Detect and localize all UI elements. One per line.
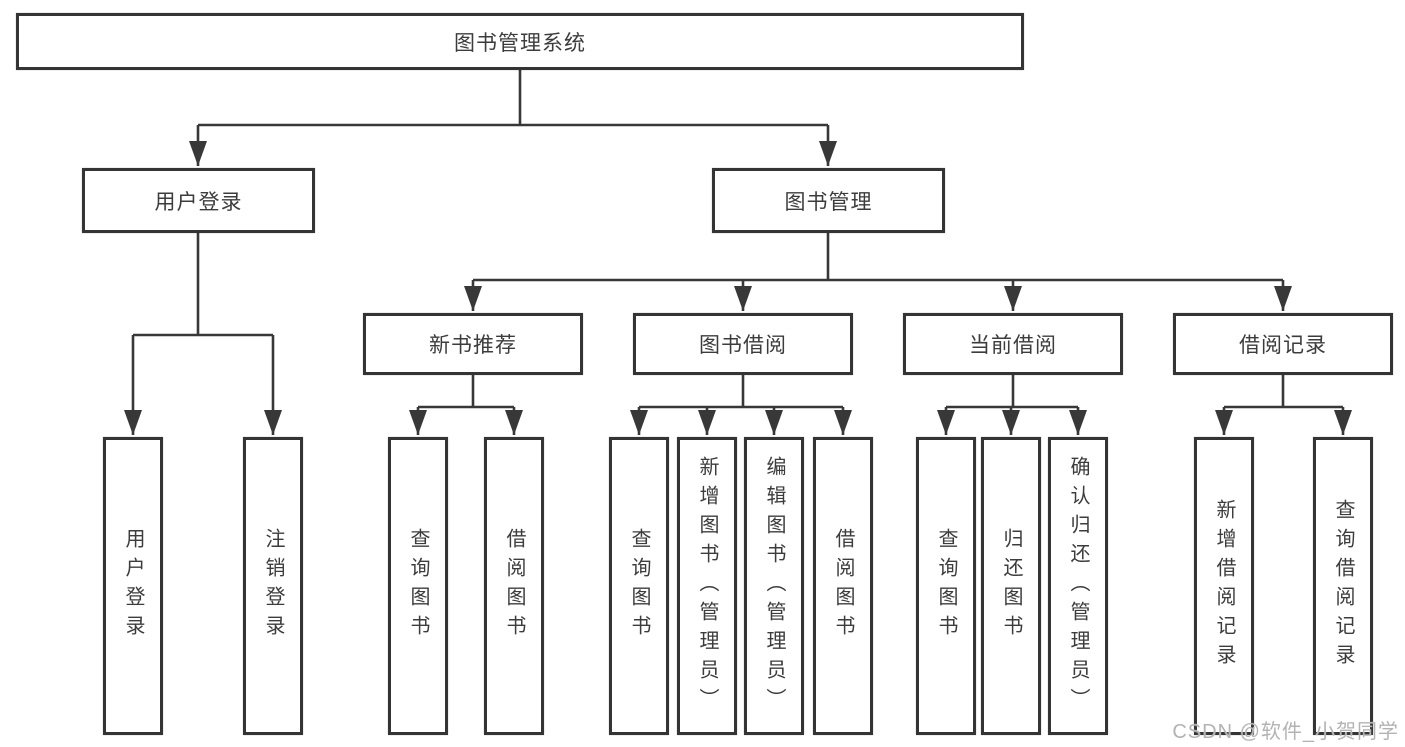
leaf-label: 确认归还（管理员） xyxy=(1067,455,1089,717)
leaf-borrow-books: 借阅图书 xyxy=(813,437,873,735)
leaf-confirm-return-admin: 确认归还（管理员） xyxy=(1048,437,1108,735)
node-borrow-records: 借阅记录 xyxy=(1173,313,1393,375)
node-root-library-system: 图书管理系统 xyxy=(16,13,1024,70)
node-label: 图书管理系统 xyxy=(454,31,586,55)
node-current-borrow: 当前借阅 xyxy=(903,313,1123,375)
node-new-book-recommend: 新书推荐 xyxy=(363,313,583,375)
leaf-label: 新增图书（管理员） xyxy=(696,455,718,717)
leaf-label: 查询图书 xyxy=(628,528,650,644)
leaf-label: 新增借阅记录 xyxy=(1213,499,1235,673)
node-label: 新书推荐 xyxy=(429,334,517,357)
leaf-label: 注销登录 xyxy=(262,528,284,644)
leaf-add-borrow-record: 新增借阅记录 xyxy=(1194,437,1254,735)
node-label: 图书借阅 xyxy=(699,334,787,357)
leaf-return-books: 归还图书 xyxy=(981,437,1041,735)
leaf-query-borrow-record: 查询借阅记录 xyxy=(1313,437,1373,735)
leaf-query-books-borrow: 查询图书 xyxy=(609,437,669,735)
leaf-label: 查询借阅记录 xyxy=(1332,499,1354,673)
node-book-borrow: 图书借阅 xyxy=(633,313,853,375)
leaf-label: 归还图书 xyxy=(1000,528,1022,644)
leaf-query-books-recommend: 查询图书 xyxy=(388,437,448,735)
leaf-borrow-books-recommend: 借阅图书 xyxy=(484,437,544,735)
leaf-label: 用户登录 xyxy=(122,528,144,644)
node-book-management: 图书管理 xyxy=(712,168,945,233)
leaf-add-books-admin: 新增图书（管理员） xyxy=(677,437,737,735)
node-user-login: 用户登录 xyxy=(82,168,315,233)
leaf-label: 借阅图书 xyxy=(832,528,854,644)
node-label: 当前借阅 xyxy=(969,334,1057,357)
node-label: 借阅记录 xyxy=(1239,334,1327,357)
leaf-logout: 注销登录 xyxy=(243,437,303,735)
leaf-edit-books-admin: 编辑图书（管理员） xyxy=(744,437,804,735)
node-label: 用户登录 xyxy=(154,190,243,214)
leaf-label: 编辑图书（管理员） xyxy=(763,455,785,717)
leaf-user-login: 用户登录 xyxy=(103,437,163,735)
leaf-label: 查询图书 xyxy=(407,528,429,644)
leaf-label: 借阅图书 xyxy=(503,528,525,644)
leaf-query-books-current: 查询图书 xyxy=(916,437,976,735)
leaf-label: 查询图书 xyxy=(935,528,957,644)
node-label: 图书管理 xyxy=(784,190,873,214)
csdn-watermark: CSDN @软件_小贺同学 xyxy=(1172,721,1399,743)
